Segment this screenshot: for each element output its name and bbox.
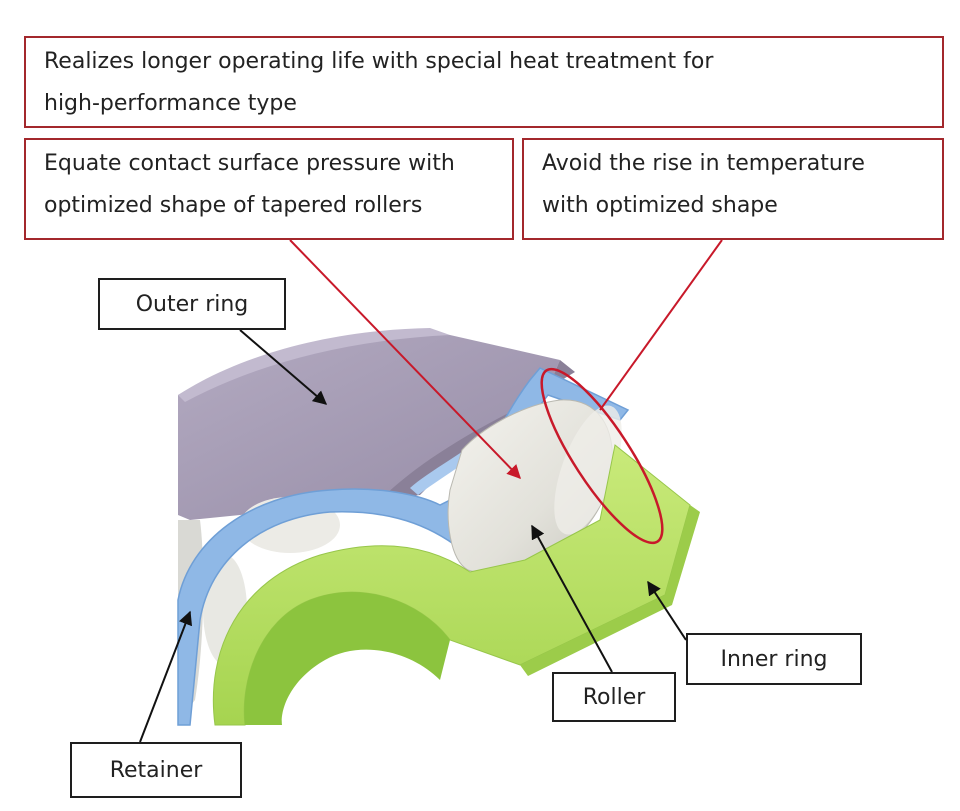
temperature-callout: Avoid the rise in temperature with optim… (522, 138, 944, 240)
roller-end-highlight (540, 367, 664, 545)
roller-arrow (531, 524, 613, 673)
outer-ring-label: Outer ring (98, 278, 286, 330)
inner-ring-arrow (647, 580, 687, 641)
roller-label: Roller (552, 672, 676, 722)
contact-pressure-line-1: Equate contact surface pressure with (44, 151, 455, 176)
outer-ring-shape (178, 328, 575, 520)
inner-ring-label: Inner ring (686, 633, 862, 685)
roller-shape (447, 399, 622, 573)
contact-pressure-line-2: optimized shape of tapered rollers (44, 193, 423, 218)
heat-treatment-line-1: Realizes longer operating life with spec… (44, 49, 714, 74)
heat-treatment-callout: Realizes longer operating life with spec… (24, 36, 944, 128)
temperature-callout-line (599, 239, 723, 411)
contact-pressure-callout: Equate contact surface pressure with opt… (24, 138, 514, 240)
temperature-line-1: Avoid the rise in temperature (542, 151, 865, 176)
heat-treatment-line-2: high-performance type (44, 91, 297, 116)
temperature-line-2: with optimized shape (542, 193, 778, 218)
inner-ring-shape (212, 444, 700, 726)
retainer-arrow (139, 610, 193, 743)
retainer-label: Retainer (70, 742, 242, 798)
outer-ring-arrow (239, 329, 328, 405)
pressure-callout-arrow (289, 239, 521, 480)
